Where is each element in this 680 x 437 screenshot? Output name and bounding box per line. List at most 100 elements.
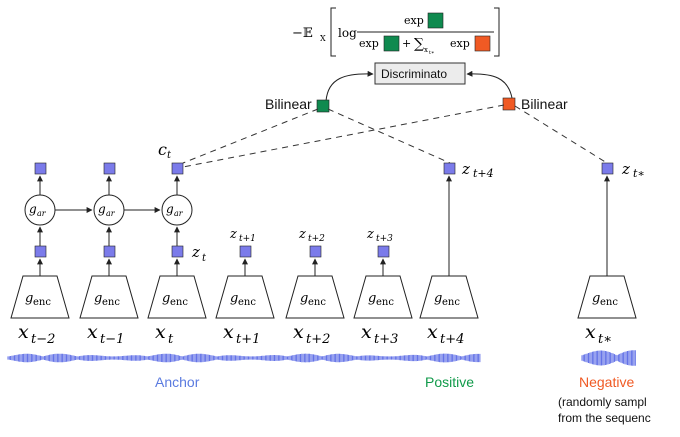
encoder-label: g bbox=[94, 291, 102, 306]
input-label: x bbox=[585, 321, 596, 343]
gar-label-3: g bbox=[166, 202, 174, 216]
positive-target-node bbox=[443, 162, 456, 175]
input-label: x bbox=[361, 321, 372, 343]
encoder-label-subscript: enc bbox=[442, 297, 460, 308]
left-bilinear-label: Bilinear bbox=[265, 96, 312, 112]
latent-node-t-2 bbox=[34, 245, 47, 258]
latent-label-t+1-sub: t+1 bbox=[239, 234, 256, 244]
right-bilinear-node bbox=[502, 97, 516, 111]
encoder-label: g bbox=[592, 291, 600, 306]
negative-score-square bbox=[474, 35, 491, 52]
latent-label-t+2-sub: t+2 bbox=[308, 234, 325, 244]
log-symbol: log bbox=[338, 26, 357, 40]
context-label-subscript: t bbox=[167, 150, 172, 161]
positive-target-label: z bbox=[461, 160, 470, 178]
right-bilinear-label: Bilinear bbox=[521, 96, 568, 112]
latent-label-t+2: z bbox=[298, 227, 306, 242]
encoder-label-subscript: enc bbox=[600, 297, 618, 308]
encoder-label: g bbox=[300, 291, 308, 306]
latent-label-t: z bbox=[191, 243, 200, 261]
encoder-label: g bbox=[25, 291, 33, 306]
encoder-label: g bbox=[162, 291, 170, 306]
left-bilinear-to-discriminator-arrow bbox=[325, 70, 374, 102]
gar-to-context-arrows bbox=[37, 175, 180, 196]
latent-label-t-sub: t bbox=[202, 253, 207, 264]
gar-sub-1: ar bbox=[37, 209, 47, 218]
positive-caption: Positive bbox=[425, 374, 474, 390]
autoregressive-models: g ar g ar g ar bbox=[24, 194, 193, 226]
waveform-negative bbox=[581, 350, 636, 366]
negative-target-node bbox=[601, 162, 614, 175]
bilinear-dashed-links bbox=[182, 104, 608, 168]
input-label-subscript: t+4 bbox=[440, 332, 464, 347]
latent-label-t+3-sub: t+3 bbox=[376, 234, 393, 244]
input-label: x bbox=[155, 321, 166, 343]
discriminator-box bbox=[374, 62, 466, 85]
input-label-subscript: t−2 bbox=[31, 332, 55, 347]
gar-label-1: g bbox=[29, 202, 37, 216]
negative-target-subscript: t∗ bbox=[633, 167, 645, 180]
audio-waveform bbox=[7, 350, 636, 366]
context-label: c bbox=[158, 140, 167, 159]
numerator-exp: exp bbox=[404, 14, 424, 27]
denominator-positive-square bbox=[383, 35, 400, 52]
encoder-trapezoid bbox=[10, 275, 70, 319]
sum-subscript-t: t∗ bbox=[429, 50, 434, 56]
latent-label-t+1: z bbox=[229, 227, 237, 242]
input-label: x bbox=[223, 321, 234, 343]
contrastive-loss-formula: −𝔼 X log exp exp + ∑ x t∗ exp bbox=[292, 7, 500, 57]
encoder-trapezoid bbox=[577, 275, 637, 319]
positive-target-subscript: t+4 bbox=[473, 167, 494, 180]
top-context-nodes bbox=[34, 162, 184, 175]
latent-node-t+3 bbox=[377, 245, 390, 258]
negative-note-line1: (randomly sampl bbox=[558, 395, 647, 409]
encoder-trapezoid bbox=[285, 275, 345, 319]
input-label-subscript: t+1 bbox=[236, 332, 260, 347]
input-label-subscript: t+3 bbox=[374, 332, 398, 347]
input-label-subscript: t bbox=[168, 332, 174, 347]
waveform-main bbox=[7, 353, 481, 363]
sum-symbol: ∑ bbox=[414, 36, 424, 52]
latent-node-t bbox=[171, 245, 184, 258]
encoder-trapezoid bbox=[79, 275, 139, 319]
denominator-plus: + bbox=[402, 37, 411, 50]
negative-caption: Negative bbox=[579, 374, 634, 390]
gar-sub-3: ar bbox=[174, 209, 184, 218]
gar-circle-3 bbox=[161, 194, 193, 226]
z-to-gar-arrows bbox=[37, 226, 180, 246]
context-node-ct bbox=[171, 162, 184, 175]
latent-node-t+1 bbox=[239, 245, 252, 258]
encoder-trapezoid bbox=[215, 275, 275, 319]
input-label: x bbox=[427, 321, 438, 343]
denominator-exp-left: exp bbox=[359, 37, 379, 50]
expectation-subscript: X bbox=[320, 34, 326, 43]
encoder-label-subscript: enc bbox=[102, 297, 120, 308]
right-bilinear-to-discriminator-arrow bbox=[466, 70, 513, 99]
input-label-subscript: t−1 bbox=[100, 332, 124, 347]
encoder-label-subscript: enc bbox=[376, 297, 394, 308]
input-label: x bbox=[18, 321, 29, 343]
latent-node-t+2 bbox=[309, 245, 322, 258]
gar-label-2: g bbox=[98, 202, 106, 216]
negative-note-line2: from the sequenc bbox=[558, 411, 651, 425]
input-label: x bbox=[87, 321, 98, 343]
encoder-trapezoid bbox=[419, 275, 479, 319]
encoder-label: g bbox=[368, 291, 376, 306]
sum-subscript-x: x bbox=[424, 46, 428, 54]
encoder-label: g bbox=[230, 291, 238, 306]
encoder-label-subscript: enc bbox=[170, 297, 188, 308]
input-label: x bbox=[293, 321, 304, 343]
encoder-label-subscript: enc bbox=[238, 297, 256, 308]
latent-nodes bbox=[34, 245, 390, 258]
positive-score-square bbox=[427, 12, 444, 29]
encoder-to-latent-arrows bbox=[37, 175, 610, 276]
encoder-trapezoid bbox=[147, 275, 207, 319]
left-bilinear-node bbox=[316, 99, 330, 113]
anchor-caption: Anchor bbox=[155, 374, 200, 390]
latent-node-t-1 bbox=[103, 245, 116, 258]
context-node-2 bbox=[103, 162, 116, 175]
latent-label-t+3: z bbox=[366, 227, 374, 242]
denominator-exp-right: exp bbox=[450, 37, 470, 50]
